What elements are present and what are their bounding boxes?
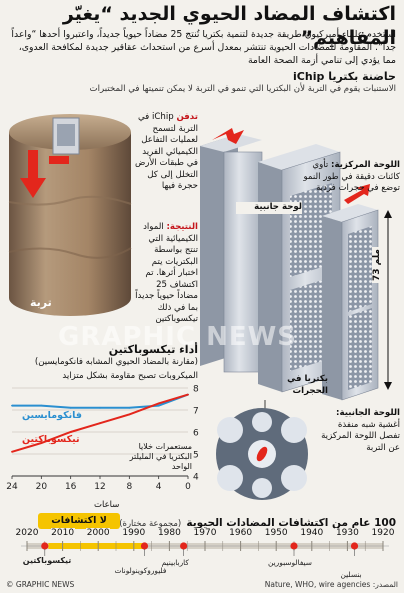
bury-arrow-icon [20,150,46,198]
height-label: 73 ملم [372,247,382,283]
central-plate-block: اللوحة المركزية: تأوي كائنات دقيقة في طو… [300,160,400,195]
discovery-dot [180,542,188,550]
bury-text-block: تدفن iChip في التربة لتسمح لعمليات التفا… [134,112,198,193]
series-point [99,406,101,409]
chart-note: الميكروبات تصبح مقاومة بشكل متزايد [62,371,198,381]
timeline-gap-bar [48,543,145,549]
series-point [40,404,43,407]
side-plate-block: اللوحة الجانبية: أغشية شبه منفذة تفصل ال… [320,408,400,454]
chart-title: أداء تيكسوباكتين [108,343,198,356]
y-tick-label: 7 [193,407,199,417]
discovery-dot [350,542,359,550]
bacteria-detail [216,400,308,500]
ichip-title: حاضنة بكتريا iChip [293,70,396,83]
discovery-label: تيكسوباكتين [22,556,72,565]
discovery-label: بنسلين [340,570,362,579]
discovery-dot [140,542,149,550]
arrow-left-icon [212,128,244,144]
bury-text: iChip في التربة لتسمح لعمليات التفاعل ال… [134,112,198,191]
series-point [187,393,189,396]
series-point [40,442,43,444]
year-label: 1950 [264,528,289,538]
year-label: 1980 [157,528,182,538]
timeline-axis [21,541,389,556]
chart-ylabel: مستعمرات خلايا البكتريا في المليلتر الوا… [129,442,192,471]
x-tick-label: 4 [156,482,162,492]
year-label: 1930 [335,528,360,538]
bury-label: تدفن [176,112,198,122]
timeline-heading: 100 عام من اكتشافات المضادات الحيوية (مج… [4,511,396,530]
series-point [11,450,13,453]
legend-vancomycin: فانكومايسين [22,410,82,421]
central-plate-label: اللوحة المركزية: [331,160,400,170]
soil-label: تربة [30,296,52,309]
timeline-title-note: (مجموعة مختارة) [119,519,182,529]
y-tick-label: 5 [193,451,199,461]
y-tick-label: 4 [193,473,199,483]
bacteria-label: بكتريا في الحجرات [287,374,328,396]
year-label: 2010 [50,528,75,538]
footer-source: المصدر: Nature, WHO, wire agencies [264,580,398,589]
discovery-label: سيفالوسبورين [268,558,312,567]
discovery-label: كاربابينيم [161,558,189,567]
back-side-plate [200,134,263,373]
x-tick-label: 8 [126,482,132,492]
year-label: 1970 [193,528,217,538]
chart-xlabel: ساعات [94,500,120,510]
legend-teixobactin: تيكسوباكتين [22,434,80,445]
series-point [157,402,160,405]
y-tick-label: 6 [193,429,199,439]
result-label: النتيجة: [166,222,198,232]
x-tick-label: 20 [36,482,48,492]
arrow-right-icon [344,184,370,204]
side-plate-text: أغشية شبه منفذة تفصل اللوحة المركزية عن … [321,419,400,453]
discovery-dot [41,542,49,550]
height-indicator [384,210,392,390]
year-label: 2020 [15,528,39,538]
series-point [11,404,13,407]
footer-credit: © GRAPHIC NEWS [6,580,75,589]
y-tick-label: 8 [193,385,199,395]
year-label: 2000 [86,528,111,538]
x-tick-label: 24 [6,482,18,492]
discovery-label: فليوروكوينولونات [114,566,167,575]
series-point [69,406,72,409]
year-label: 1960 [228,528,253,538]
series-point [69,431,72,433]
intro-text: استخدم علماء أميركيون طريقة جديدة لتنمية… [11,29,396,66]
result-text-block: النتيجة: المواد الكيميائية التي تنتج بوا… [134,222,198,326]
year-label: 1990 [121,528,146,538]
timeline-title: 100 عام من اكتشافات المضادات الحيوية [186,517,396,529]
central-plate-text: تأوي كائنات دقيقة في طور النمو توضع في ح… [303,160,400,193]
watermark: GRAPHIC NEWS [58,322,298,352]
discovery-dot [290,542,298,550]
series-point [128,413,131,416]
chart-subtitle: (مقارنة بالمضاد الحيوي المشابه فانكومايس… [34,357,198,367]
gap-badge: لا اكتشافات [38,513,120,529]
series-line-vancomycin [12,393,189,409]
x-tick-label: 12 [94,482,105,492]
ichip-diagram [200,128,379,401]
series-point [157,404,160,407]
soil-cylinder [8,114,132,316]
x-tick-label: 16 [65,482,77,492]
timeline-years: 1920 1930 1940 1950 1960 1970 1980 1990 2000 2010… [0,528,404,542]
year-label: 1940 [299,528,324,538]
side-plate-desc-label: اللوحة الجانبية: [336,408,400,418]
result-text: المواد الكيميائية التي تنتج بواسطة البكت… [135,222,198,324]
series-point [128,406,131,409]
x-tick-label: 0 [185,482,191,492]
side-plate-label: لوحة جانبية [236,202,302,214]
year-label: 1920 [371,528,395,538]
ichip-subtitle: الاستنبات يقوم في التربة لأن البكتريا ال… [89,84,396,94]
series-point [99,422,101,425]
page-title: اكتشاف المضاد الحيوي الجديد “يغيّر المفا… [62,3,396,49]
front-side-plate [322,204,379,401]
